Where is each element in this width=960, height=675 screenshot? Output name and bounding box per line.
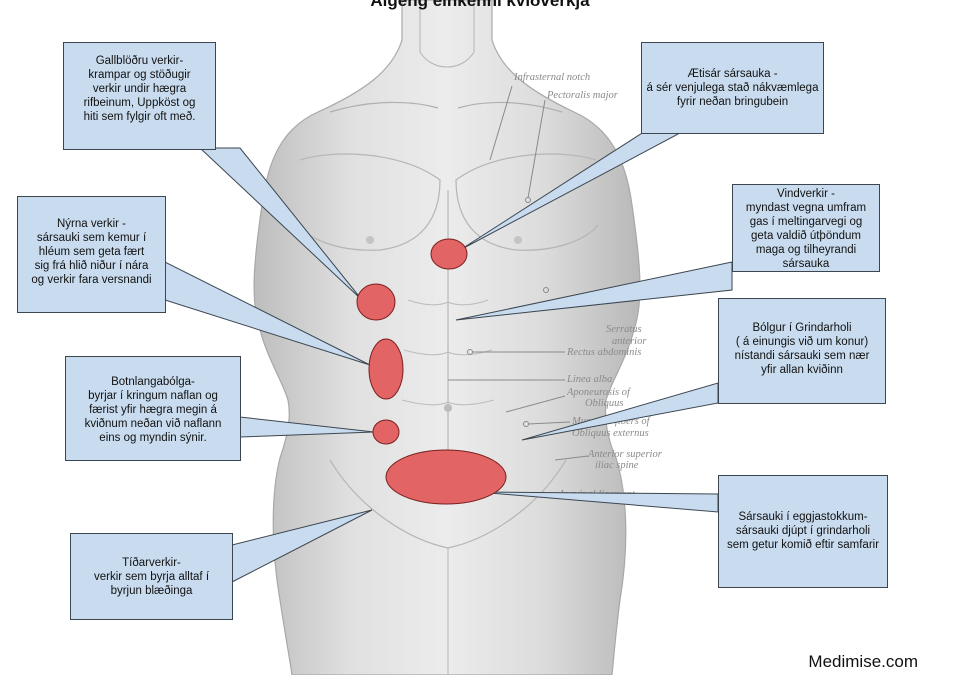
- pectoral-left: [297, 153, 441, 251]
- callout-line: sársauki sem kemur í: [36, 232, 147, 244]
- callout-line: á sér venjulega stað nákvæmlega: [646, 82, 819, 94]
- marker-muscular: [523, 421, 529, 427]
- callout-appendix: Botnlangabólga- byrjar í kringum naflan …: [65, 356, 241, 461]
- callout-line: geta valdið útþöndum: [751, 230, 861, 242]
- page-title: Algeng einkenni kviðverkja: [370, 0, 590, 10]
- callout-line: ( á einungis við um konur): [735, 336, 869, 348]
- neck-shading: [419, 0, 475, 68]
- brand-watermark: Medimise.com: [808, 652, 918, 671]
- callout-line: sársauka: [782, 258, 830, 270]
- callout-line: Vindverkir -: [777, 188, 835, 200]
- callout-kidney: Nýrna verkir - sársauki sem kemur í hléu…: [17, 196, 166, 313]
- callout-line: fyrir neðan bringubein: [676, 96, 789, 108]
- callout-line: hléum sem geta fært: [38, 246, 145, 258]
- callout-line: sig frá hlið niður í nára: [34, 260, 149, 272]
- callout-gas: Vindverkir - myndast vegna umfram gas í …: [732, 184, 880, 272]
- callout-line: Nýrna verkir -: [56, 218, 126, 230]
- marker-rectus: [467, 349, 473, 355]
- callout-line: sem getur komið eftir samfarir: [726, 539, 880, 551]
- rectus-segments: [401, 299, 495, 406]
- callout-line: og verkir fara versnandi: [31, 274, 152, 286]
- anat-label-pectoralis: Pectoralis major: [546, 90, 619, 101]
- anat-label-obliquus-externus: Obliquus externus: [572, 428, 649, 439]
- callout-ovary: Sársauki í eggjastokkum- sársauki djúpt …: [718, 475, 888, 588]
- anat-label-obliquus: Obliquus: [585, 398, 624, 409]
- marker-serratus: [543, 287, 549, 293]
- pain-marker-ovary: [385, 449, 507, 505]
- callout-line: Bólgur í Grindarholi: [752, 322, 852, 334]
- clavicle-right: [457, 101, 563, 113]
- pain-marker-kidney: [368, 338, 404, 400]
- callout-line: Gallblöðru verkir-: [95, 55, 184, 67]
- callout-line: Botnlangabólga-: [111, 376, 195, 388]
- pointer-muscular: [527, 421, 571, 425]
- marker-pectoralis: [525, 197, 531, 203]
- callout-line: gas í meltingarvegi og: [749, 216, 863, 228]
- pointer-aponeurosis: [505, 395, 566, 413]
- callout-line: Tíðarverkir-: [122, 557, 181, 569]
- wedge-gas: [455, 261, 733, 321]
- callout-line: færist yfir hægra megin á: [89, 404, 217, 416]
- anat-label-anterior: anterior: [612, 336, 647, 347]
- callout-gallbladder: Gallblöðru verkir- krampar og stöðugir v…: [63, 42, 216, 150]
- pointer-iliac: [554, 455, 589, 461]
- anat-label-anterior-superior: Anterior superior: [587, 449, 663, 460]
- navel: [444, 404, 452, 412]
- callout-line: Ætisár sársauka -: [687, 68, 778, 80]
- callout-line: hiti sem fylgir oft með.: [83, 111, 196, 123]
- anat-label-serratus: Serratus: [606, 324, 642, 335]
- anat-label-rectus: Rectus abdominis: [566, 347, 641, 358]
- callout-line: byrjar í kringum naflan og: [88, 390, 218, 402]
- pointer-pectoralis: [527, 99, 546, 199]
- callout-line: verkir sem byrja alltaf í: [93, 571, 210, 583]
- anat-label-iliac: iliac spine: [595, 460, 639, 471]
- anat-label-infrasternal: Infrasternal notch: [513, 72, 590, 83]
- anat-label-linea: Linea alba: [566, 374, 612, 385]
- clavicle-left: [329, 101, 439, 113]
- callout-ulcer: Ætisár sársauka - á sér venjulega stað n…: [641, 42, 824, 134]
- callout-line: maga og tilheyrandi: [755, 244, 857, 256]
- callout-line: byrjun blæðinga: [110, 585, 193, 597]
- callout-line: sársauki djúpt í grindarholi: [735, 525, 871, 537]
- callout-line: kviðnum neðan við naflann: [84, 418, 222, 430]
- pain-marker-appendix: [372, 419, 400, 445]
- callout-pelvic: Bólgur í Grindarholi ( á einungis við um…: [718, 298, 886, 404]
- callout-menstrual: Tíðarverkir- verkir sem byrja alltaf í b…: [70, 533, 233, 620]
- callout-line: rifbeinum, Uppköst og: [83, 97, 196, 109]
- pain-marker-gallbladder: [356, 283, 396, 321]
- callout-line: eins og myndin sýnir.: [99, 432, 207, 444]
- callout-line: myndast vegna umfram: [745, 202, 867, 214]
- callout-line: krampar og stöðugir: [88, 69, 191, 81]
- callout-line: yfir allan kviðinn: [761, 364, 843, 376]
- callout-line: nístandi sársauki sem nær: [734, 350, 870, 362]
- pointer-infrasternal: [489, 85, 513, 161]
- nipple-right: [514, 236, 522, 244]
- wedge-gallbladder: [198, 147, 363, 301]
- anat-label-aponeurosis: Aponeurosis of: [566, 387, 632, 398]
- nipple-left: [366, 236, 374, 244]
- callout-line: Sársauki í eggjastokkum-: [738, 511, 868, 523]
- pectoral-right: [455, 153, 599, 251]
- callout-line: verkir undir hægra: [92, 83, 187, 95]
- pain-marker-ulcer: [430, 238, 468, 270]
